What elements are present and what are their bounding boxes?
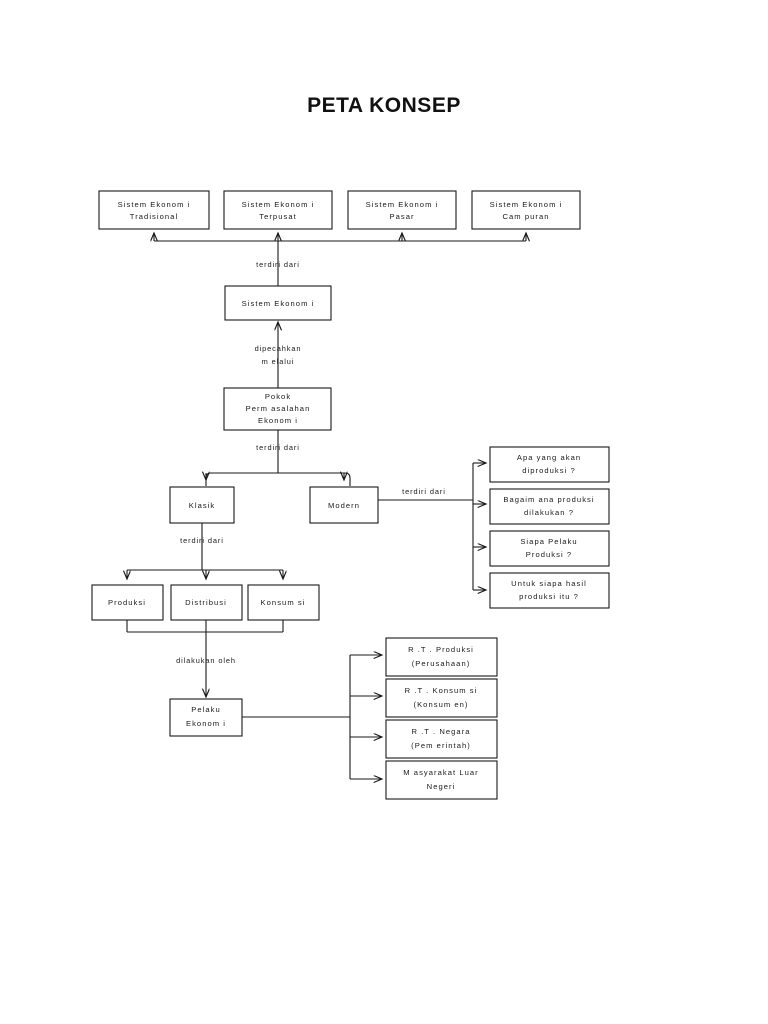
box-line-2: Terpusat [259, 212, 297, 221]
box-line-2: Produksi ? [526, 550, 572, 559]
box-line-1: R .T . Konsum si [405, 686, 478, 695]
edge-label-terdiri-dari-systems: terdiri dari [256, 260, 300, 269]
box-line-2: Ekonom i [186, 719, 226, 728]
box-sistem-ekonomi-pasar[interactable]: Sistem Ekonom i Pasar [347, 190, 457, 230]
box-line-1: Sistem Ekonom i [242, 200, 315, 209]
box-line-1: Bagaim ana produksi [503, 495, 594, 504]
edge-label-terdiri-dari-modern: terdiri dari [402, 487, 446, 496]
connector-pelaku-children [242, 655, 382, 779]
edge-label-dipecahkan: dipecahkan [255, 344, 302, 353]
box-masyarakat-luar-negeri[interactable]: M asyarakat Luar Negeri [385, 760, 498, 800]
box-line-1: R .T . Produksi [408, 645, 474, 654]
box-pelaku-ekonomi[interactable]: Pelaku Ekonom i [169, 698, 243, 737]
box-line-3: Ekonom i [258, 416, 298, 425]
systems-row: Sistem Ekonom i Tradisional Sistem Ekono… [98, 190, 581, 230]
box-line-1: M asyarakat Luar [403, 768, 478, 777]
connector-systems-bus [154, 233, 526, 286]
box-sistem-ekonomi-tradisional[interactable]: Sistem Ekonom i Tradisional [98, 190, 210, 230]
box-line-2: (Konsum en) [413, 700, 468, 709]
box-label: Distribusi [185, 598, 227, 607]
edge-label-dilakukan-oleh: dilakukan oleh [176, 656, 236, 665]
box-line-1: Pokok [265, 392, 291, 401]
box-line-1: Sistem Ekonom i [490, 200, 563, 209]
connector-children-merge [126, 620, 284, 697]
box-label: Produksi [108, 598, 146, 607]
box-label: Konsum si [261, 598, 306, 607]
box-line-2: Tradisional [130, 212, 178, 221]
box-line-1: Sistem Ekonom i [366, 200, 439, 209]
box-line-2: dilakukan ? [524, 508, 574, 517]
box-line-2: diproduksi ? [522, 466, 576, 475]
box-modern[interactable]: Modern [309, 486, 379, 524]
box-distribusi[interactable]: Distribusi [170, 584, 243, 621]
box-sistem-ekonomi-campuran[interactable]: Sistem Ekonom i Cam puran [471, 190, 581, 230]
box-line-1: R .T . Negara [411, 727, 470, 736]
box-label: Sistem Ekonom i [242, 299, 315, 308]
box-line-1: Siapa Pelaku [520, 537, 577, 546]
box-label: Klasik [189, 501, 216, 510]
box-produksi[interactable]: Produksi [91, 584, 164, 621]
box-line-1: Sistem Ekonom i [118, 200, 191, 209]
box-line-1: Apa yang akan [517, 453, 581, 462]
box-rt-produksi[interactable]: R .T . Produksi (Perusahaan) [385, 637, 498, 677]
box-pertanyaan-untuk-siapa-hasil-produksi[interactable]: Untuk siapa hasil produksi itu ? [489, 572, 610, 609]
box-line-1: Pelaku [191, 705, 221, 714]
box-line-2: produksi itu ? [519, 592, 579, 601]
connector-pokok-fanout [206, 430, 351, 486]
edge-label-melalui: m elalui [262, 357, 295, 366]
box-line-2: Cam puran [502, 212, 549, 221]
box-rt-konsumsi[interactable]: R .T . Konsum si (Konsum en) [385, 678, 498, 718]
box-line-2: Perm asalahan [246, 404, 311, 413]
box-klasik[interactable]: Klasik [169, 486, 235, 524]
box-line-2: (Pem erintah) [411, 741, 471, 750]
box-konsumsi[interactable]: Konsum si [247, 584, 320, 621]
box-pertanyaan-apa-yang-akan-diproduksi[interactable]: Apa yang akan diproduksi ? [489, 446, 610, 483]
box-line-1: Untuk siapa hasil [511, 579, 587, 588]
connector-klasik-fanout [127, 523, 283, 579]
box-rt-negara[interactable]: R .T . Negara (Pem erintah) [385, 719, 498, 759]
box-line-2: Negeri [427, 782, 456, 791]
box-pokok-permasalahan-ekonomi[interactable]: Pokok Perm asalahan Ekonom i [223, 387, 332, 431]
box-line-2: Pasar [389, 212, 414, 221]
box-pertanyaan-bagaimana-produksi-dilakukan[interactable]: Bagaim ana produksi dilakukan ? [489, 488, 610, 525]
page-title: PETA KONSEP [307, 94, 461, 117]
box-sistem-ekonomi[interactable]: Sistem Ekonom i [224, 285, 332, 321]
box-sistem-ekonomi-terpusat[interactable]: Sistem Ekonom i Terpusat [223, 190, 333, 230]
box-pertanyaan-siapa-pelaku-produksi[interactable]: Siapa Pelaku Produksi ? [489, 530, 610, 567]
connector-modern-questions [378, 463, 486, 590]
box-label: Modern [328, 501, 360, 510]
box-line-2: (Perusahaan) [412, 659, 471, 668]
